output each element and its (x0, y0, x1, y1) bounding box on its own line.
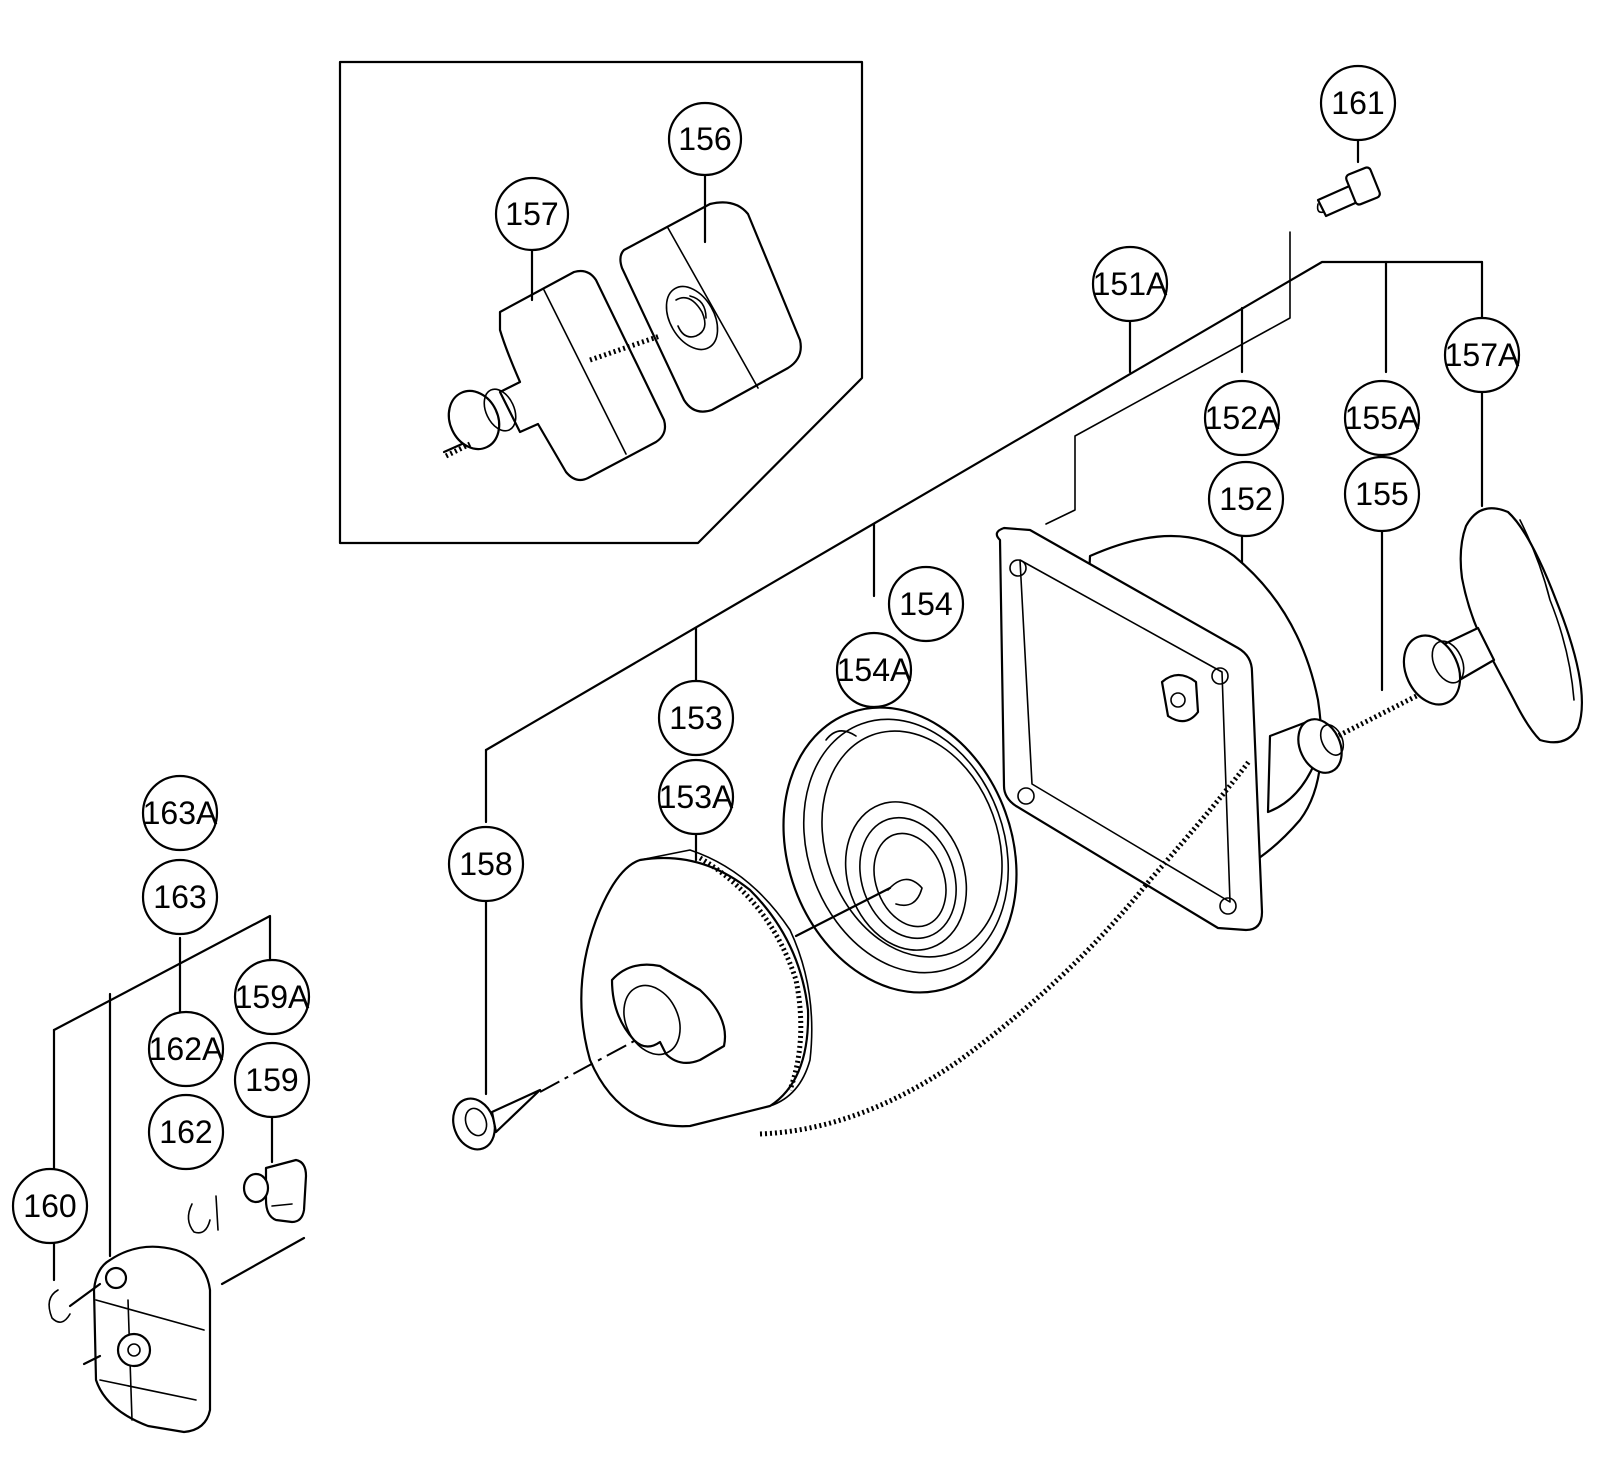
callout-157[interactable]: 157 (494, 176, 570, 252)
callout-162A[interactable]: 162A (147, 1010, 225, 1088)
ratchet-group (48, 1158, 308, 1434)
svg-text:156: 156 (678, 121, 731, 157)
callout-158[interactable]: 158 (447, 825, 525, 903)
callout-160[interactable]: 160 (11, 1167, 89, 1245)
callout-153A[interactable]: 153A (657, 758, 735, 836)
handle-157A (1402, 507, 1583, 744)
callout-155[interactable]: 155 (1343, 455, 1421, 533)
svg-text:160: 160 (23, 1188, 76, 1224)
callout-154A[interactable]: 154A (835, 631, 913, 709)
svg-text:159A: 159A (235, 979, 310, 1015)
spring-case-154 (782, 706, 1018, 994)
svg-text:161: 161 (1331, 85, 1384, 121)
callout-159[interactable]: 159 (233, 1041, 311, 1119)
callout-156[interactable]: 156 (667, 101, 743, 177)
callout-152[interactable]: 152 (1207, 460, 1285, 538)
svg-text:163A: 163A (143, 795, 218, 831)
svg-text:152A: 152A (1205, 400, 1280, 436)
callout-162[interactable]: 162 (147, 1093, 225, 1171)
rope-155 (759, 681, 1442, 1137)
inset-detail-box (338, 60, 864, 545)
callout-163A[interactable]: 163A (141, 774, 219, 852)
bolt-161 (1316, 166, 1381, 218)
svg-text:154: 154 (899, 586, 952, 622)
svg-text:162: 162 (159, 1114, 212, 1150)
callout-157A[interactable]: 157A (1443, 316, 1521, 394)
svg-text:155: 155 (1355, 476, 1408, 512)
svg-text:152: 152 (1219, 481, 1272, 517)
svg-text:154A: 154A (837, 652, 912, 688)
svg-text:153: 153 (669, 700, 722, 736)
starter-housing-152 (995, 526, 1323, 932)
svg-text:157: 157 (505, 196, 558, 232)
svg-text:162A: 162A (149, 1031, 224, 1067)
callout-159A[interactable]: 159A (233, 958, 311, 1036)
svg-text:153A: 153A (659, 779, 734, 815)
svg-text:159: 159 (245, 1062, 298, 1098)
svg-text:157A: 157A (1445, 337, 1520, 373)
callout-163[interactable]: 163 (141, 858, 219, 936)
callout-161[interactable]: 161 (1319, 64, 1397, 142)
callout-155A[interactable]: 155A (1343, 379, 1421, 457)
screw-158 (452, 1088, 542, 1151)
callout-151A[interactable]: 151A (1091, 245, 1169, 323)
callout-154[interactable]: 154 (887, 565, 965, 643)
svg-text:163: 163 (153, 879, 206, 915)
svg-text:158: 158 (459, 846, 512, 882)
svg-text:151A: 151A (1093, 266, 1168, 302)
callout-152A[interactable]: 152A (1203, 379, 1281, 457)
svg-text:155A: 155A (1345, 400, 1420, 436)
callout-153[interactable]: 153 (657, 679, 735, 757)
leader-lines (52, 138, 1484, 1282)
pulley-153 (539, 849, 813, 1128)
